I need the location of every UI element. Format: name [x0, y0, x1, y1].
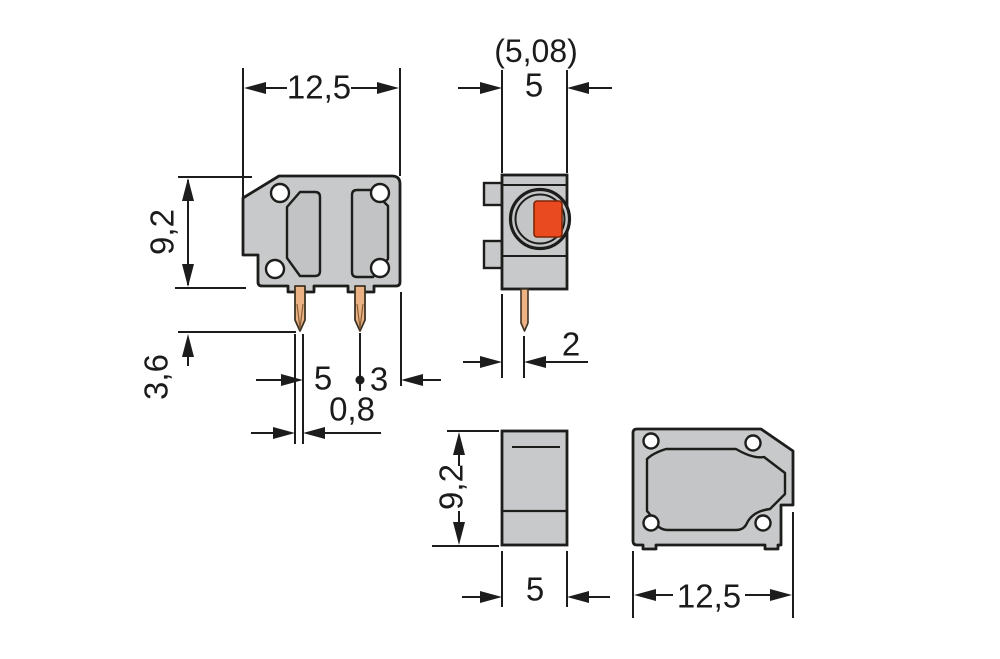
mounting-hole: [642, 432, 660, 450]
solder-pin: [520, 288, 529, 332]
bottom-side-view: [631, 427, 795, 551]
inner-contour: [645, 447, 787, 532]
mounting-hole: [744, 434, 762, 452]
solder-pin: [354, 285, 366, 332]
dim-bottom-side-width-label: 12,5: [676, 577, 742, 615]
mounting-hole: [264, 258, 286, 280]
mounting-hole: [269, 182, 291, 204]
housing-slot: [285, 190, 322, 278]
mounting-hole: [754, 514, 772, 532]
mounting-hole: [369, 257, 391, 279]
dim-side-width-label: 12,5: [286, 68, 352, 106]
side-tab: [482, 239, 504, 270]
dim-pin-spacing-label: 5: [313, 359, 333, 397]
dim-pitch-alt-label: (5,08): [494, 33, 578, 69]
dim-pin-to-edge-label: 3: [369, 360, 389, 398]
dim-pin-offset-label: 2: [561, 325, 581, 363]
side-view: [241, 174, 402, 332]
side-tab: [482, 181, 504, 207]
side-profile-view: [500, 429, 569, 547]
dim-pin-width-label: 0,8: [329, 390, 375, 428]
dimension-lines: [175, 68, 794, 618]
solder-pin: [294, 285, 306, 332]
clamp-button: [533, 200, 563, 238]
dim-side-height-label: 9,2: [143, 209, 181, 255]
mounting-hole: [369, 182, 391, 204]
wire-entry-inner-ring: [514, 193, 566, 245]
housing-slot: [350, 188, 390, 279]
dim-pin-length-label: 3,6: [137, 354, 175, 400]
mounting-hole: [642, 514, 660, 532]
dim-front-width-label: 5: [524, 66, 544, 104]
front-view: [482, 173, 572, 332]
dim-profile-width-label: 5: [525, 570, 545, 608]
dim-profile-height-label: 9,2: [432, 464, 470, 510]
dimension-dot: [355, 375, 365, 385]
housing-body: [500, 429, 569, 547]
